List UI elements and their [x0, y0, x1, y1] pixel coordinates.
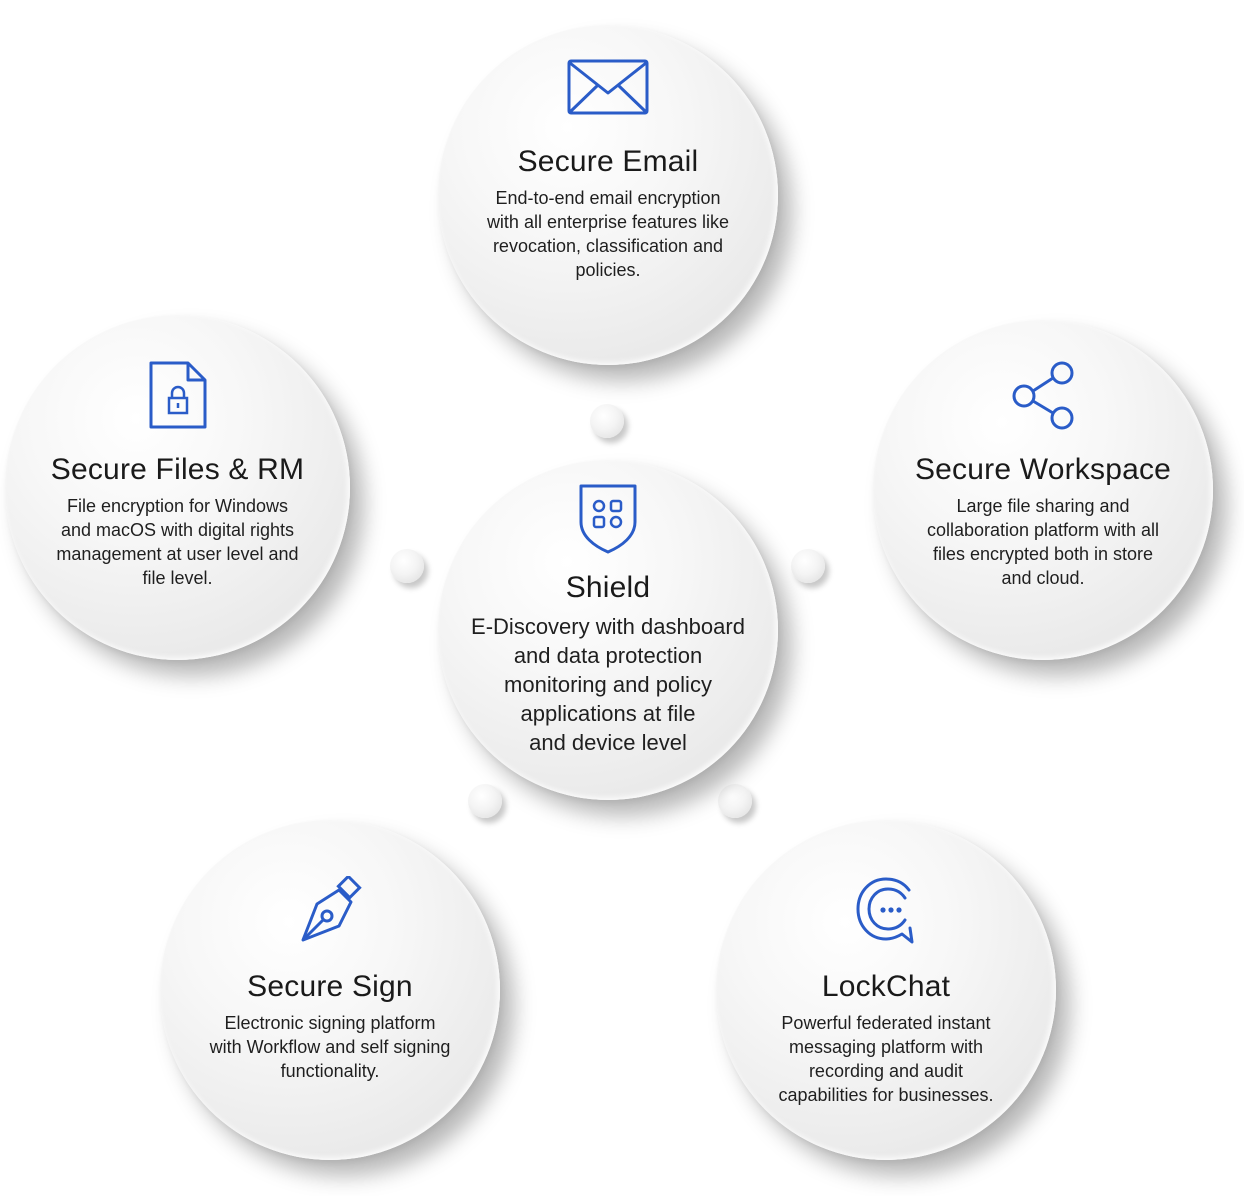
- node-description: End-to-end email encryption with all ent…: [486, 188, 730, 280]
- envelope-icon: [567, 59, 649, 115]
- connector-dot: [718, 784, 752, 818]
- shield-icon: [578, 482, 638, 554]
- connector-dot: [390, 549, 424, 583]
- pen-nib-icon: [295, 876, 365, 946]
- node-title: Secure Email: [517, 145, 699, 178]
- node-description: Powerful federated instant messaging pla…: [778, 1013, 994, 1105]
- node-title: Secure Workspace: [914, 453, 1172, 486]
- connector-dot: [468, 784, 502, 818]
- share-icon: [1010, 360, 1076, 432]
- chat-bubble-icon: [855, 876, 917, 946]
- node-secure-files-rm: Secure Files & RM File encryption for Wi…: [5, 315, 350, 660]
- node-description: Electronic signing platform with Workflo…: [209, 1013, 451, 1081]
- node-lockchat: LockChat Powerful federated instant mess…: [716, 820, 1056, 1160]
- locked-file-icon: [148, 360, 208, 430]
- node-title: Shield: [565, 571, 651, 604]
- node-title: Secure Sign: [247, 970, 413, 1003]
- node-secure-email: Secure Email End-to-end email encryption…: [438, 25, 778, 365]
- node-secure-sign: Secure Sign Electronic signing platform …: [160, 820, 500, 1160]
- node-shield: Shield E-Discovery with dashboard and da…: [438, 460, 778, 800]
- connector-dot: [791, 549, 825, 583]
- node-description: File encryption for Windows and macOS wi…: [56, 496, 299, 588]
- node-title: LockChat: [821, 970, 951, 1003]
- node-title: Secure Files & RM: [50, 453, 305, 486]
- node-secure-workspace: Secure Workspace Large file sharing and …: [873, 320, 1213, 660]
- node-description: Large file sharing and collaboration pla…: [926, 496, 1160, 588]
- node-description: E-Discovery with dashboard and data prot…: [471, 614, 745, 755]
- connector-dot: [590, 404, 624, 438]
